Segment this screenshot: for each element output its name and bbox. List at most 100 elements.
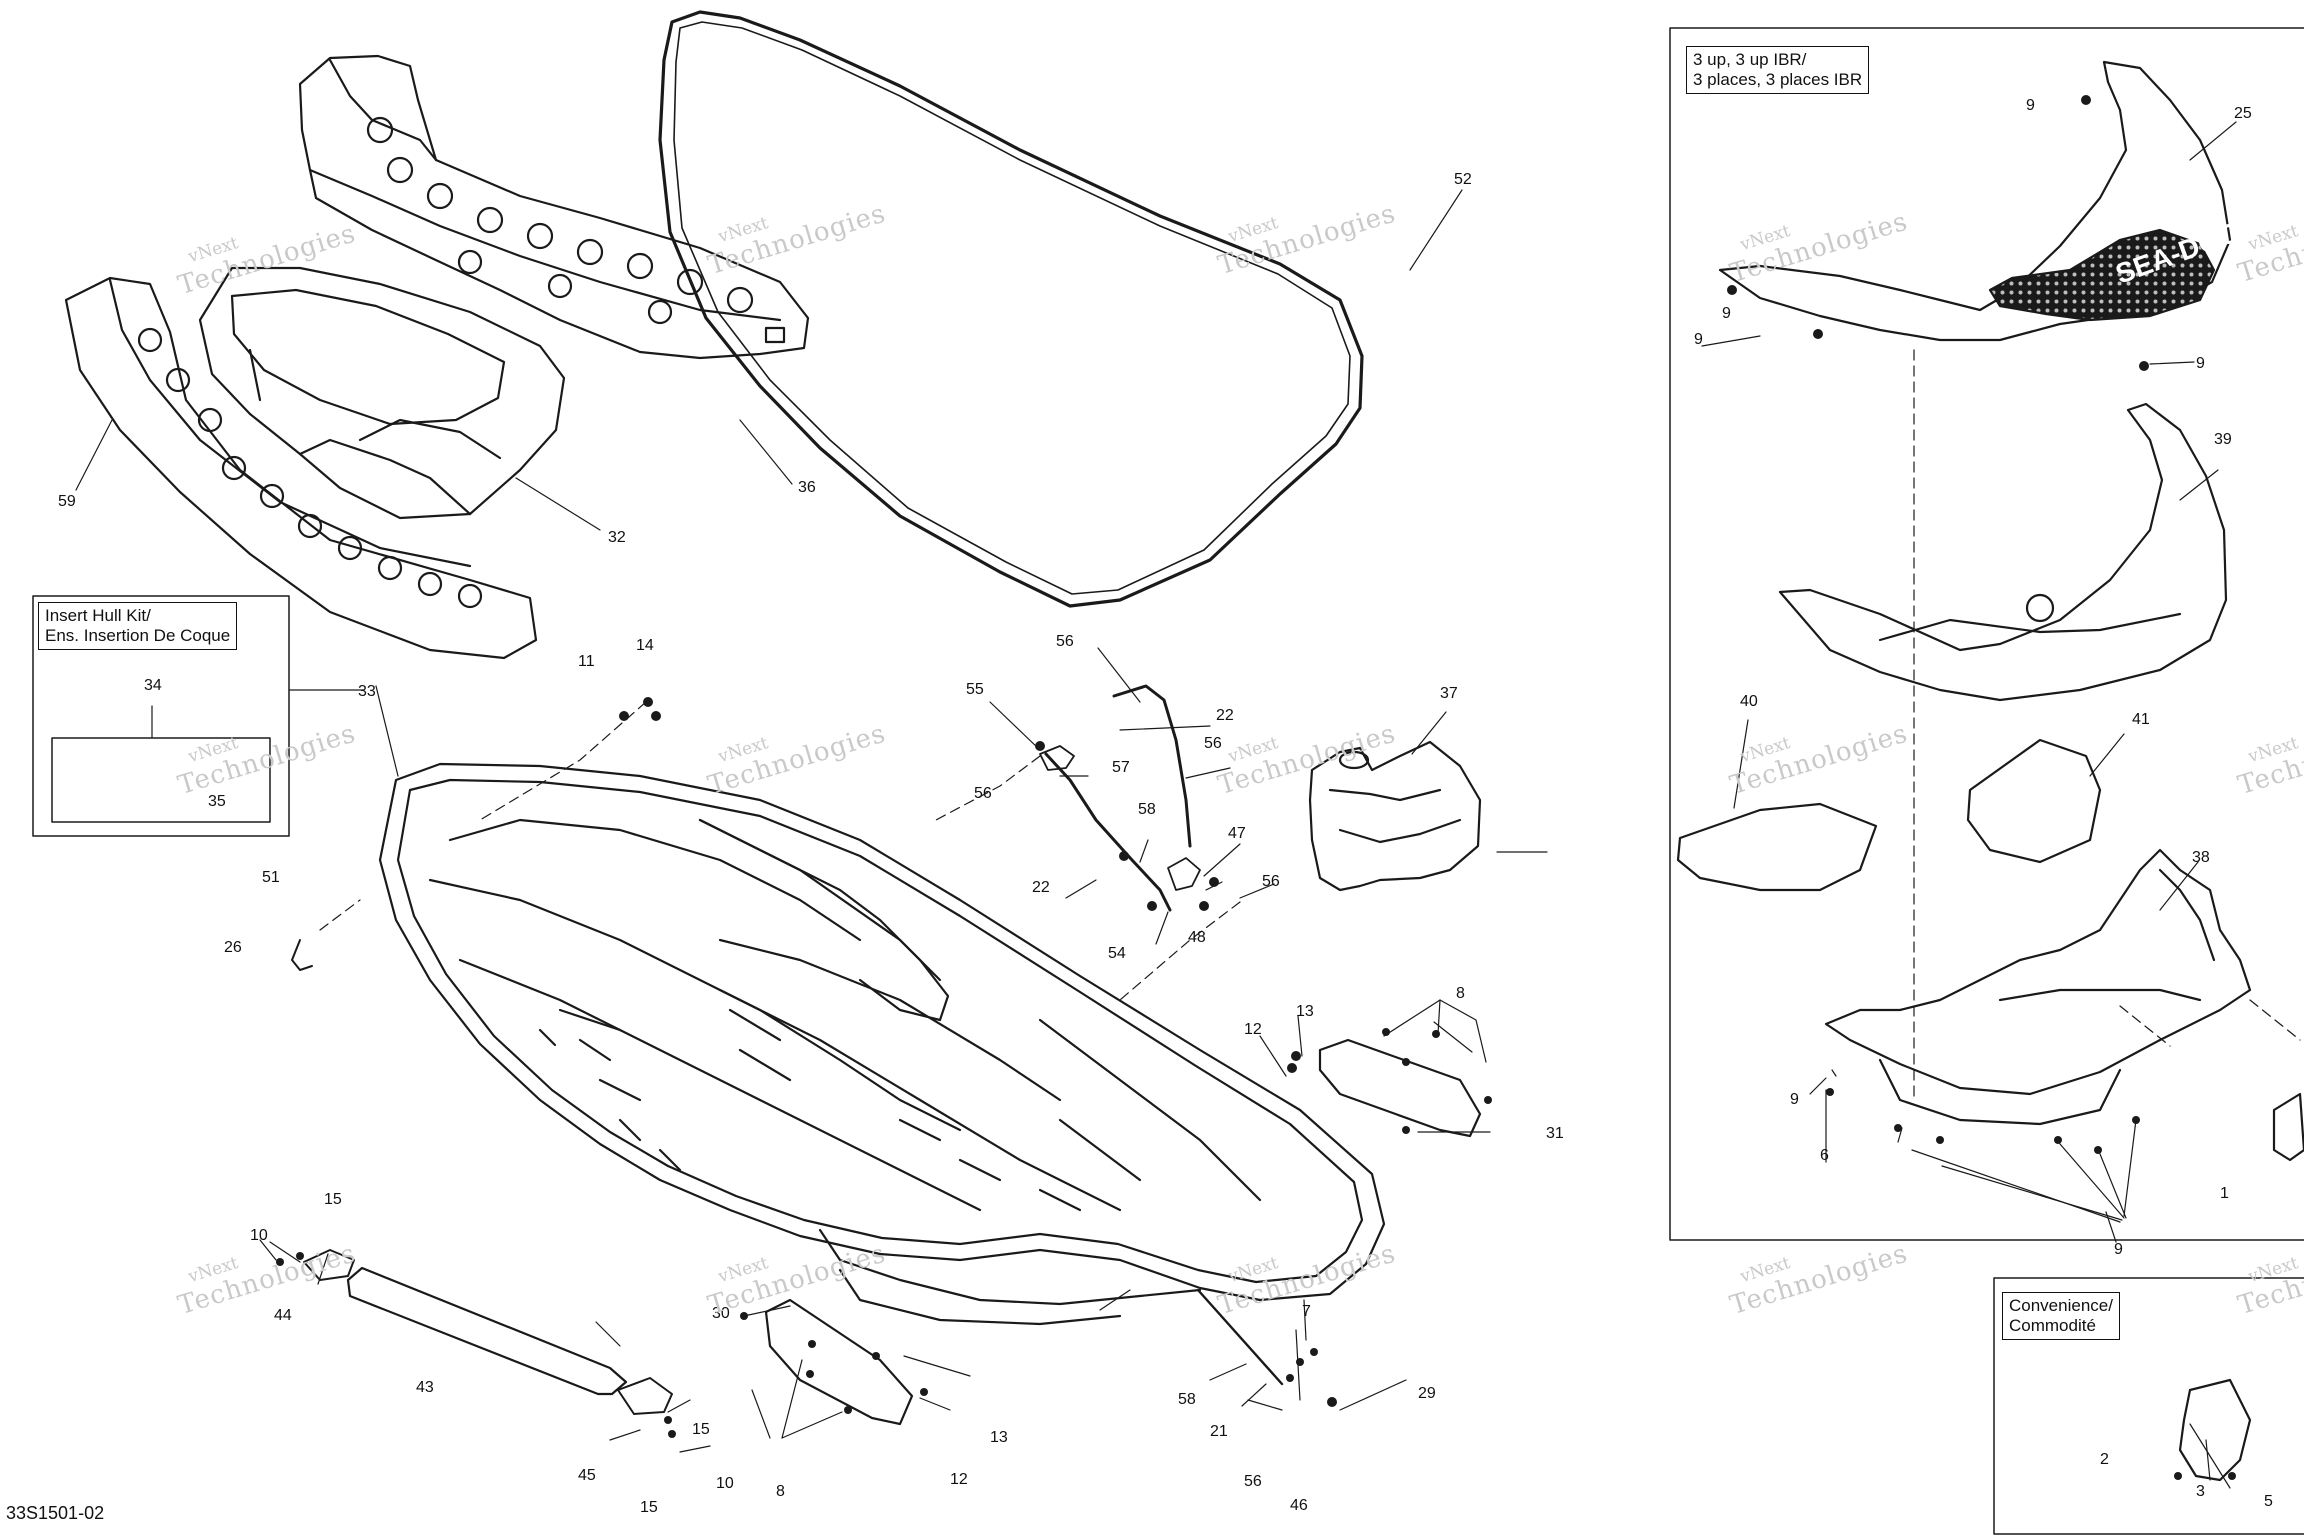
- callout-59[interactable]: 59: [58, 493, 76, 510]
- callout-58-b[interactable]: 58: [1178, 1391, 1196, 1408]
- callout-57[interactable]: 57: [1112, 759, 1130, 776]
- callout-44[interactable]: 44: [274, 1307, 292, 1324]
- insert-kit-frame: [32, 595, 290, 837]
- callout-2[interactable]: 2: [2100, 1451, 2109, 1468]
- part-59-side-foam: [64, 276, 538, 660]
- callout-1[interactable]: 1: [2220, 1185, 2229, 1202]
- callout-48[interactable]: 48: [1188, 929, 1206, 946]
- callout-14[interactable]: 14: [636, 637, 654, 654]
- callout-43[interactable]: 43: [416, 1379, 434, 1396]
- part-3-bracket: [2178, 1378, 2252, 1482]
- callout-56-d[interactable]: 56: [1244, 1473, 1262, 1490]
- callout-9-c[interactable]: 9: [1694, 331, 1703, 348]
- callout-51[interactable]: 51: [262, 869, 280, 886]
- callout-15-a[interactable]: 15: [324, 1191, 342, 1208]
- model-panel-frame: [1669, 27, 2304, 1241]
- part-37-tank: [1308, 740, 1482, 892]
- callout-41[interactable]: 41: [2132, 711, 2150, 728]
- callout-38[interactable]: 38: [2192, 849, 2210, 866]
- models-label: 3 up, 3 up IBR/ 3 places, 3 places IBR: [1686, 46, 1870, 94]
- part-41-panel: [1966, 738, 2102, 864]
- callout-12-b[interactable]: 12: [950, 1471, 968, 1488]
- leader-lines: [75, 121, 2237, 1489]
- callout-25[interactable]: 25: [2234, 105, 2252, 122]
- callout-58-a[interactable]: 58: [1138, 801, 1156, 818]
- callout-8-b[interactable]: 8: [776, 1483, 785, 1500]
- part-45-clip: [617, 1377, 673, 1415]
- callout-15-c[interactable]: 15: [640, 1499, 658, 1516]
- part-39-foam: [1778, 402, 2228, 702]
- callout-22-b[interactable]: 22: [1032, 879, 1050, 896]
- part-40-panel: [1676, 802, 1878, 892]
- part-1-hinge: [2272, 1092, 2304, 1162]
- callout-55[interactable]: 55: [966, 681, 984, 698]
- callout-9-e[interactable]: 9: [1790, 1091, 1799, 1108]
- callout-13-b[interactable]: 13: [990, 1429, 1008, 1446]
- callout-54[interactable]: 54: [1108, 945, 1126, 962]
- insert-kit-inner-frame: [51, 737, 271, 823]
- convenience-label: Convenience/ Commodité: [2002, 1292, 2120, 1340]
- part-31-plate: [1318, 1038, 1482, 1138]
- callout-45[interactable]: 45: [578, 1467, 596, 1484]
- callout-11[interactable]: 11: [578, 653, 595, 670]
- callout-52[interactable]: 52: [1454, 171, 1472, 188]
- insert-kit-label: Insert Hull Kit/ Ens. Insertion De Coque: [38, 602, 238, 650]
- callout-26[interactable]: 26: [224, 939, 242, 956]
- callout-37[interactable]: 37: [1440, 685, 1458, 702]
- callout-12-a[interactable]: 12: [1244, 1021, 1262, 1038]
- part-22-hose-upper: [1112, 684, 1192, 848]
- callout-33[interactable]: 33: [358, 683, 376, 700]
- part-22-hose-lower: [1044, 752, 1172, 912]
- callout-15-b[interactable]: 15: [692, 1421, 710, 1438]
- part-57-clamp: [1039, 745, 1075, 771]
- callout-13-a[interactable]: 13: [1296, 1003, 1314, 1020]
- callout-3[interactable]: 3: [2196, 1483, 2205, 1500]
- part-33-hull-liner: [378, 762, 1386, 1326]
- part-44-clip: [303, 1249, 355, 1281]
- part-38-rear-frame: [1824, 848, 2252, 1126]
- part-36-seat-foam: [298, 54, 810, 360]
- callout-5[interactable]: 5: [2264, 1493, 2273, 1510]
- document-code: 33S1501-02: [6, 1503, 105, 1523]
- callout-36[interactable]: 36: [798, 479, 816, 496]
- part-26-u-clip: [291, 939, 313, 971]
- callout-39[interactable]: 39: [2214, 431, 2232, 448]
- callout-34[interactable]: 34: [144, 677, 162, 694]
- callout-56-c[interactable]: 56: [1262, 873, 1280, 890]
- part-25-top-cover: SEA-DOO: [1718, 60, 2245, 342]
- callout-29[interactable]: 29: [1418, 1385, 1436, 1402]
- callout-9-f[interactable]: 9: [2114, 1241, 2123, 1258]
- callout-31[interactable]: 31: [1546, 1125, 1564, 1142]
- callout-8-a[interactable]: 8: [1456, 985, 1465, 1002]
- callout-21[interactable]: 21: [1210, 1423, 1228, 1440]
- callout-56-e[interactable]: 56: [1204, 735, 1222, 752]
- callout-56-a[interactable]: 56: [1056, 633, 1074, 650]
- callout-7[interactable]: 7: [1302, 1303, 1311, 1320]
- callout-6[interactable]: 6: [1820, 1147, 1829, 1164]
- part-21-rod: [1196, 1288, 1284, 1386]
- part-52-seal-inner: [673, 21, 1351, 595]
- callout-9-b[interactable]: 9: [1722, 305, 1731, 322]
- part-43-rail: [346, 1266, 628, 1396]
- convenience-panel-frame: [1993, 1277, 2304, 1535]
- callout-32[interactable]: 32: [608, 529, 626, 546]
- callout-22-a[interactable]: 22: [1216, 707, 1234, 724]
- fasteners: [276, 95, 2236, 1480]
- part-32-storage-tub: [198, 266, 566, 520]
- callout-10-a[interactable]: 10: [250, 1227, 268, 1244]
- part-52-seal: [658, 10, 1364, 608]
- callout-9-d[interactable]: 9: [2196, 355, 2205, 372]
- callout-47[interactable]: 47: [1228, 825, 1246, 842]
- part-47-fitting: [1167, 857, 1201, 891]
- callout-30[interactable]: 30: [712, 1305, 730, 1322]
- callout-46[interactable]: 46: [1290, 1497, 1308, 1514]
- callout-56-b[interactable]: 56: [974, 785, 992, 802]
- callout-40[interactable]: 40: [1740, 693, 1758, 710]
- callout-10-b[interactable]: 10: [716, 1475, 734, 1492]
- part-30-plate: [764, 1298, 914, 1426]
- centerlines: [319, 349, 2301, 1101]
- callout-9-a[interactable]: 9: [2026, 97, 2035, 114]
- callout-35[interactable]: 35: [208, 793, 226, 810]
